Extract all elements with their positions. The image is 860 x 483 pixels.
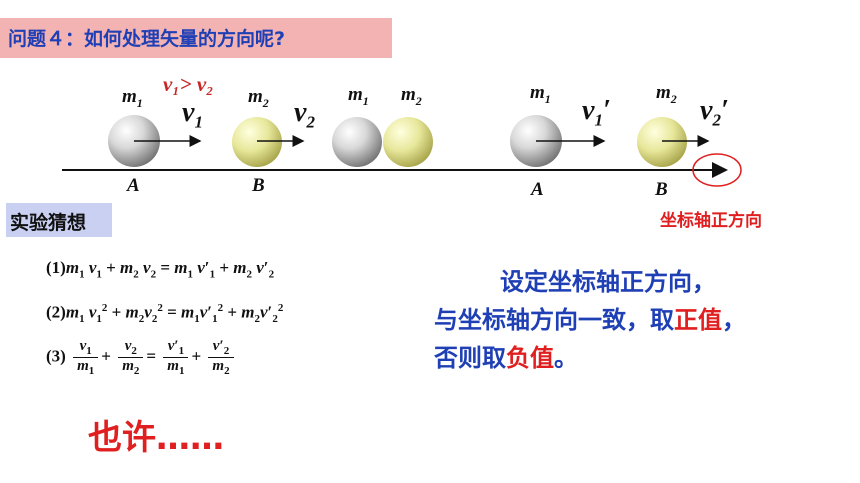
mass-label-6: m2	[656, 82, 677, 106]
point-label-b-2: B	[655, 179, 668, 200]
mass-label-2: m2	[248, 86, 269, 110]
velocity-label-v1: v1	[182, 97, 203, 132]
guess-label: 实验猜想	[10, 212, 87, 234]
ball-b-collision	[383, 117, 433, 167]
point-label-b-1: B	[252, 175, 265, 196]
ball-b-before	[232, 117, 282, 167]
point-label-a-2: A	[531, 179, 544, 200]
note-line-3: 否则取负值。	[434, 344, 578, 372]
note-line-2: 与坐标轴方向一致，取正值，	[434, 306, 746, 334]
ball-a-collision	[332, 117, 382, 167]
page-title: 问题４：如何处理矢量的方向呢?	[8, 28, 286, 50]
title-banner	[0, 18, 392, 58]
velocity-label-v2-prime: v2′	[700, 95, 729, 130]
velocity-label-v1-prime: v1′	[582, 95, 611, 130]
equation-1: (1)m1 v1 + m2 v2 = m1 v′1 + m2 v′2	[46, 258, 275, 281]
axis-direction-label: 坐标轴正方向	[660, 211, 762, 231]
maybe-text: 也许……	[88, 418, 224, 458]
axis-direction-circle	[692, 153, 742, 187]
mass-label-5: m1	[530, 82, 551, 106]
guess-label-box	[6, 203, 112, 237]
diagram-lines	[62, 135, 742, 187]
mass-label-4: m2	[401, 84, 422, 108]
point-label-a-1: A	[127, 175, 140, 196]
velocity-label-v2: v2	[294, 97, 315, 132]
note-line-1: 设定坐标轴正方向，	[500, 268, 716, 296]
mass-label-3: m1	[348, 84, 369, 108]
equation-2: (2)m1 v12 + m2v22 = m1v′12 + m2v′22	[46, 302, 284, 326]
ball-b-after	[637, 117, 687, 167]
mass-label-1: m1	[122, 86, 143, 110]
velocity-condition: v₁> v₂	[163, 72, 214, 96]
